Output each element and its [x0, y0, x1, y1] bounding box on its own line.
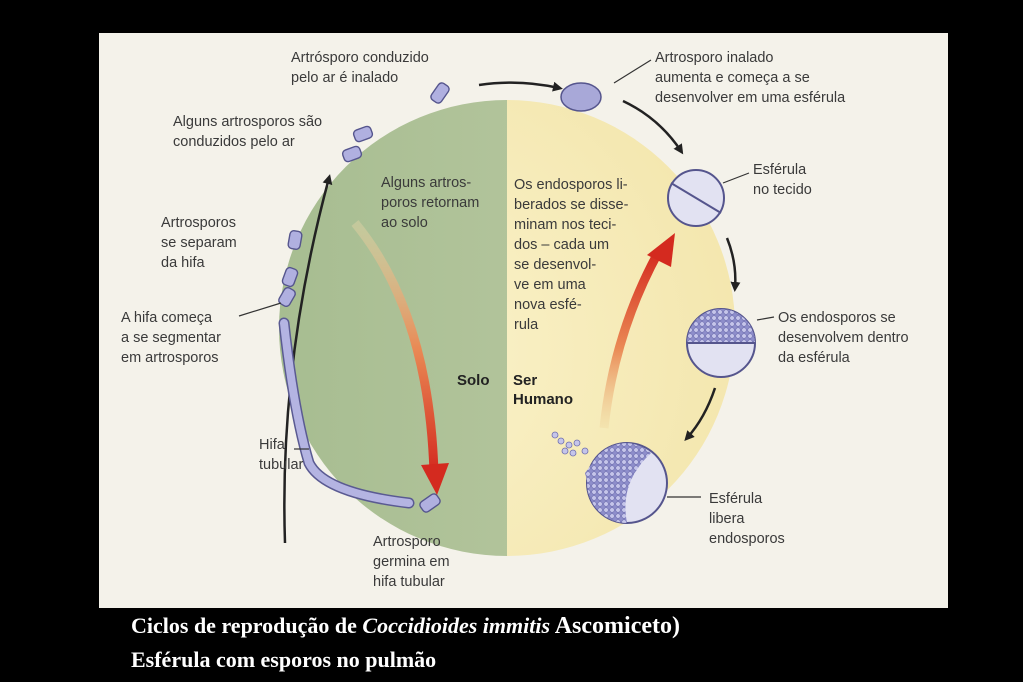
dissemination-arrow [599, 248, 663, 429]
label-inhaled: Artrósporo conduzido pelo ar é inalado [291, 50, 429, 86]
caption-line-2: Esférula com esporos no pulmão [131, 647, 437, 672]
spherule-releasing [551, 431, 668, 524]
return-soil-arrowhead [421, 463, 449, 495]
caption-prefix: Ciclos de reprodução de [131, 613, 363, 638]
label-releases: Esférula libera endosporos [709, 491, 785, 547]
caption-line-1: Ciclos de reprodução de Coccidioides imm… [131, 609, 680, 643]
diagram-figure: Artrósporo conduzido pelo ar é inalado A… [99, 33, 948, 608]
enlarging-spore [560, 82, 602, 112]
spherule-in-tissue [667, 169, 725, 227]
caption-species: Coccidioides immitis [362, 613, 551, 638]
hypha-tube [280, 319, 413, 507]
leader-lines [238, 59, 775, 498]
cycle-arrow-enlarge [622, 99, 684, 155]
label-separate: Artrosporos se separam da hifa [161, 215, 237, 271]
label-endospores-released: Os endosporos li- berados se disse- mina… [514, 177, 629, 333]
label-human: Ser Humano [513, 372, 573, 408]
return-soil-arrow [351, 220, 439, 474]
label-hypha: Hifa tubular [259, 437, 304, 473]
label-airborne: Alguns artrosporos são conduzidos pelo a… [173, 114, 323, 150]
label-spherule-tissue: Esférula no tecido [753, 162, 812, 198]
cycle-arrow-develop [725, 237, 741, 292]
soil-region [279, 100, 507, 556]
label-enlarges: Artrosporo inalado aumenta e começa a se… [655, 50, 846, 106]
label-germinate: Artrosporo germina em hifa tubular [373, 534, 450, 590]
cycle-arrow-release [684, 387, 717, 441]
spherule-developing [686, 308, 756, 378]
caption-suffix: Ascomiceto) [550, 613, 680, 639]
dissemination-arrowhead [647, 233, 675, 267]
label-soil: Solo [457, 372, 490, 389]
caption: Ciclos de reprodução de Coccidioides imm… [131, 609, 680, 677]
cycle-arrow-inhale [478, 81, 563, 92]
life-cycle-diagram [238, 59, 775, 556]
arthrospores [278, 82, 450, 513]
label-segment: A hifa começa a se segmentar em artrospo… [121, 310, 221, 366]
label-endospores-develop: Os endosporos se desenvolvem dentro da e… [778, 310, 909, 366]
label-return-soil: Alguns artros- poros retornam ao solo [381, 175, 480, 231]
